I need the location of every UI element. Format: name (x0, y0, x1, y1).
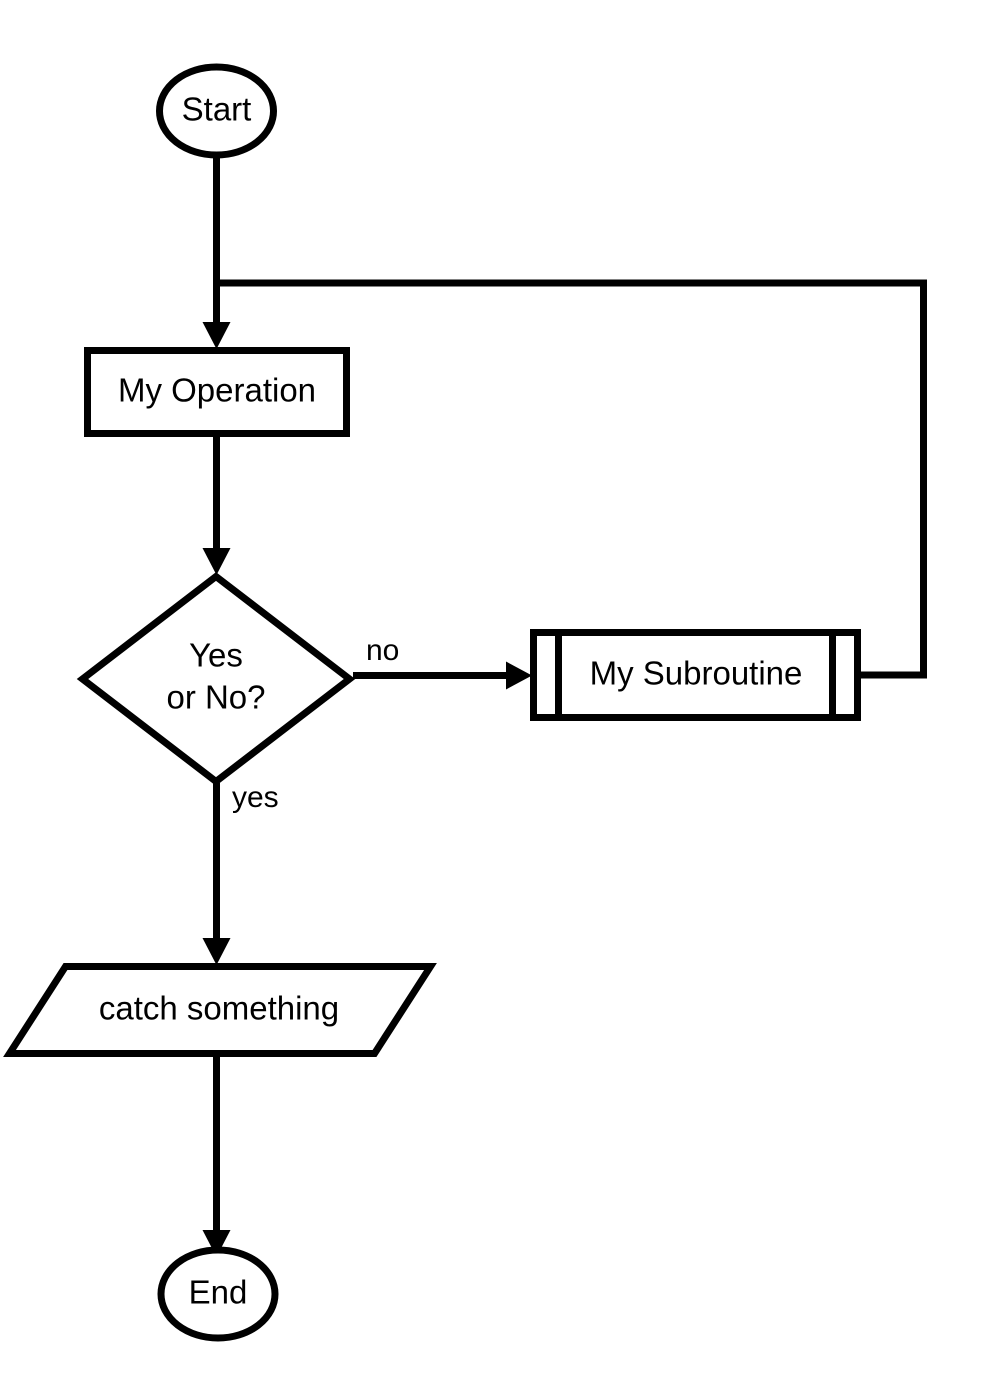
arrow-head-decision-inputoutput (202, 938, 231, 965)
end-ellipse-fill (161, 1250, 275, 1338)
node-inputoutput[interactable]: catch something (3, 963, 437, 1057)
edge-label-no: no (366, 634, 399, 667)
arrow-head-decision-subroutine (506, 661, 532, 690)
end-ellipse-outline (157, 1246, 279, 1342)
decision-label-line2: or No? (166, 679, 265, 716)
edge-inputoutput-to-end (202, 1057, 231, 1257)
edge-subroutine-to-operation-loop (216, 279, 927, 679)
node-decision[interactable]: Yes or No? (76, 572, 356, 786)
subroutine-rect-fill (533, 632, 858, 718)
decision-diamond-outline (76, 572, 356, 786)
edge-start-to-operation (202, 155, 231, 349)
arrow-head-start-operation (202, 322, 231, 349)
inputoutput-label: catch something (99, 990, 339, 1027)
node-subroutine[interactable]: My Subroutine (530, 629, 861, 721)
inputoutput-parallelogram-fill (9, 966, 431, 1054)
operation-rect-fill (87, 350, 347, 434)
node-start[interactable]: Start (156, 63, 277, 159)
edge-label-yes: yes (232, 781, 279, 814)
subroutine-rect-outline (530, 629, 861, 721)
decision-label-line1: Yes (189, 637, 243, 674)
start-label: Start (182, 91, 252, 128)
edge-operation-to-decision (202, 437, 231, 575)
operation-rect-outline (84, 347, 350, 437)
arrow-head-operation-decision (202, 548, 231, 575)
edge-decision-to-inputoutput (202, 783, 231, 965)
node-end[interactable]: End (157, 1246, 279, 1342)
start-ellipse-outline (156, 63, 277, 159)
operation-label: My Operation (118, 372, 316, 409)
end-label: End (189, 1274, 248, 1311)
inputoutput-parallelogram-outline (3, 963, 437, 1057)
subroutine-label: My Subroutine (590, 655, 803, 692)
start-ellipse-fill (159, 67, 274, 155)
edge-path-loopback (216, 279, 927, 679)
edge-decision-to-subroutine (353, 661, 532, 690)
arrow-head-inputoutput-end (202, 1230, 231, 1257)
node-operation[interactable]: My Operation (84, 347, 350, 437)
